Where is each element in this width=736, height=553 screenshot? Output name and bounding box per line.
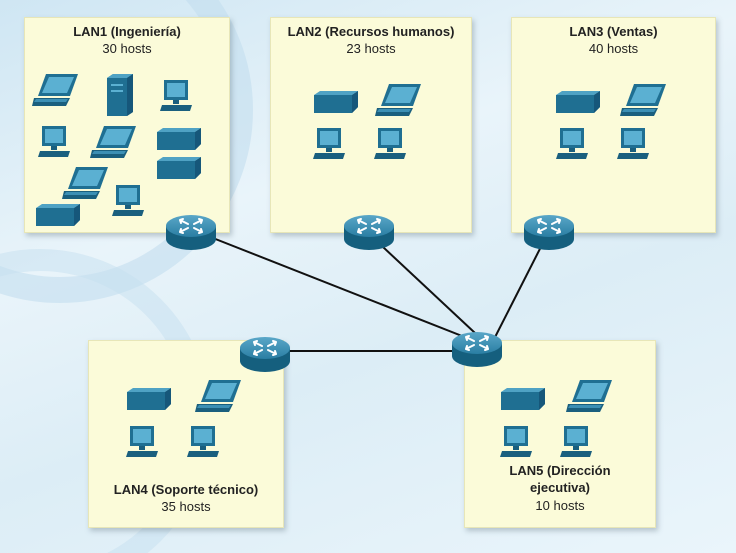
router-core-lan5[interactable] bbox=[450, 329, 504, 369]
router-lan1[interactable] bbox=[164, 212, 218, 252]
lan2-hosts: 23 hosts bbox=[346, 41, 396, 56]
desktop-pc-icon bbox=[112, 183, 148, 224]
lan2-panel: LAN2 (Recursos humanos) 23 hosts bbox=[270, 17, 472, 233]
printer-icon bbox=[153, 153, 205, 186]
link-r1-core bbox=[189, 228, 491, 348]
server-icon bbox=[105, 72, 135, 123]
desktop-pc-icon bbox=[313, 126, 349, 167]
router-lan3[interactable] bbox=[522, 212, 576, 252]
printer-icon bbox=[123, 384, 175, 417]
laptop-icon bbox=[375, 82, 423, 123]
laptop-icon bbox=[32, 72, 80, 113]
desktop-pc-icon bbox=[38, 124, 74, 165]
lan3-hosts: 40 hosts bbox=[588, 41, 639, 56]
lan5-panel: LAN5 (Dirección ejecutiva) 10 hosts bbox=[464, 340, 656, 528]
router-icon bbox=[164, 239, 218, 256]
router-icon bbox=[238, 361, 292, 378]
lan5-title-line2: ejecutiva) bbox=[530, 480, 590, 495]
lan5-hosts: 10 hosts bbox=[535, 498, 585, 513]
lan3-panel: LAN3 (Ventas) 40 hosts bbox=[511, 17, 716, 233]
printer-icon bbox=[552, 87, 604, 120]
lan4-title: LAN4 (Soporte técnico) bbox=[113, 482, 259, 497]
lan2-title: LAN2 (Recursos humanos) bbox=[287, 24, 455, 39]
desktop-pc-icon bbox=[500, 424, 536, 465]
laptop-icon bbox=[620, 82, 668, 123]
router-icon bbox=[342, 239, 396, 256]
desktop-pc-icon bbox=[560, 424, 596, 465]
link-r2-core bbox=[367, 232, 491, 348]
lan1-title: LAN1 (Ingeniería) bbox=[73, 24, 181, 39]
printer-icon bbox=[310, 87, 362, 120]
lan3-title: LAN3 (Ventas) bbox=[569, 24, 658, 39]
desktop-pc-icon bbox=[160, 78, 196, 119]
lan5-title-line1: LAN5 (Dirección bbox=[509, 463, 611, 478]
laptop-icon bbox=[90, 124, 138, 165]
router-lan4[interactable] bbox=[238, 334, 292, 374]
desktop-pc-icon bbox=[556, 126, 592, 167]
lan4-hosts: 35 hosts bbox=[161, 499, 211, 514]
link-r3-core bbox=[489, 232, 549, 348]
laptop-icon bbox=[195, 378, 243, 419]
desktop-pc-icon bbox=[126, 424, 162, 465]
laptop-icon bbox=[566, 378, 614, 419]
router-lan2[interactable] bbox=[342, 212, 396, 252]
desktop-pc-icon bbox=[187, 424, 223, 465]
printer-icon bbox=[497, 384, 549, 417]
router-icon bbox=[522, 239, 576, 256]
lan4-panel: LAN4 (Soporte técnico) 35 hosts bbox=[88, 340, 284, 528]
printer-icon bbox=[32, 200, 84, 233]
desktop-pc-icon bbox=[617, 126, 653, 167]
desktop-pc-icon bbox=[374, 126, 410, 167]
lan1-hosts: 30 hosts bbox=[102, 41, 152, 56]
router-icon bbox=[450, 356, 504, 373]
